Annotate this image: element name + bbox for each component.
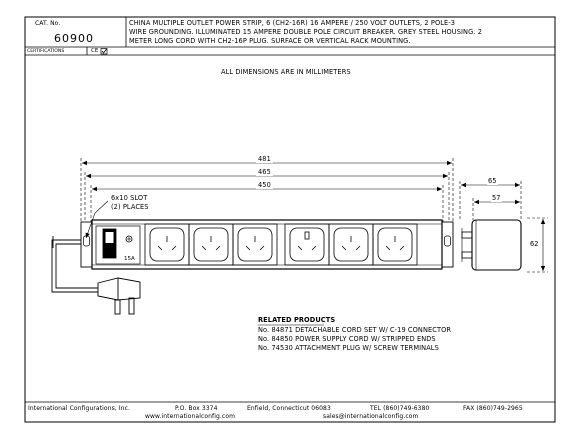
description-line-3: METER LONG CORD WITH CH2-16P PLUG. SURFA… (129, 37, 411, 45)
power-cord (51, 236, 98, 293)
dim-mounting-length: 465 (256, 168, 273, 176)
slot-leader (85, 200, 109, 239)
footer-company: International Configurations, Inc. (28, 405, 131, 412)
dim-overall-length: 481 (256, 155, 273, 163)
right-mounting-flange (441, 221, 454, 268)
strip-housing (91, 219, 443, 270)
cert-checkbox[interactable] (100, 48, 108, 55)
mounting-slot-right (444, 235, 451, 247)
outlet-3 (232, 223, 278, 266)
slot-note-line2: (2) PLACES (111, 203, 149, 211)
left-mounting-flange (80, 221, 93, 268)
outlet-6 (372, 223, 418, 266)
related-product-2: No. 84850 POWER SUPPLY CORD W/ STRIPPED … (258, 335, 436, 343)
related-product-1: No. 84871 DETACHABLE CORD SET W/ C-19 CO… (258, 326, 452, 334)
cert-mark: CE (91, 48, 99, 54)
outlet-4 (284, 223, 330, 266)
breaker-indicator-icon (125, 235, 133, 243)
related-products-heading: RELATED PRODUCTS (258, 316, 336, 324)
side-housing (471, 219, 522, 271)
dim-height: 62 (530, 239, 539, 249)
outlet-row (144, 223, 418, 266)
cat-label: CAT. No. (35, 20, 61, 27)
footer-email[interactable]: sales@internationalconfig.com (323, 413, 419, 420)
breaker-panel (95, 225, 141, 265)
dim-side-body-depth: 57 (491, 194, 502, 202)
related-product-3: No. 74530 ATTACHMENT PLUG W/ SCREW TERMI… (258, 344, 439, 352)
footer-tel: TEL (860)749-6380 (370, 405, 430, 412)
outlet-5 (328, 223, 374, 266)
dim-body-length: 450 (256, 181, 273, 189)
outlet-1 (144, 223, 190, 266)
title-block (25, 17, 555, 403)
slot-note-line1: 6x10 SLOT (111, 194, 148, 202)
cert-check-mark (101, 48, 107, 54)
footer-website[interactable]: www.internationalconfig.com (145, 413, 236, 420)
cat-number: 60900 (54, 32, 94, 45)
power-strip-side-view (459, 181, 548, 273)
footer-city: Enfield, Connecticut 06083 (247, 405, 331, 412)
certifications-label: CERTIFICATIONS (27, 48, 65, 54)
footer-fax: FAX (860)749-2965 (463, 405, 523, 412)
sheet-border (24, 16, 556, 423)
units-note: ALL DIMENSIONS ARE IN MILLIMETERS (221, 68, 351, 76)
footer-po-box: P.O. Box 3374 (175, 405, 218, 412)
dim-side-depth: 65 (487, 177, 498, 185)
attachment-plug (97, 277, 141, 315)
power-strip-front-view: 15A (51, 158, 454, 315)
description-line-2: WIRE GROUNDING. ILLUMINATED 15 AMPERE DO… (129, 28, 482, 36)
mounting-slot-left (83, 235, 90, 247)
outlet-2 (188, 223, 234, 266)
breaker-rating: 15A (124, 256, 135, 262)
description-line-1: CHINA MULTIPLE OUTLET POWER STRIP, 6 (CH… (129, 19, 456, 27)
